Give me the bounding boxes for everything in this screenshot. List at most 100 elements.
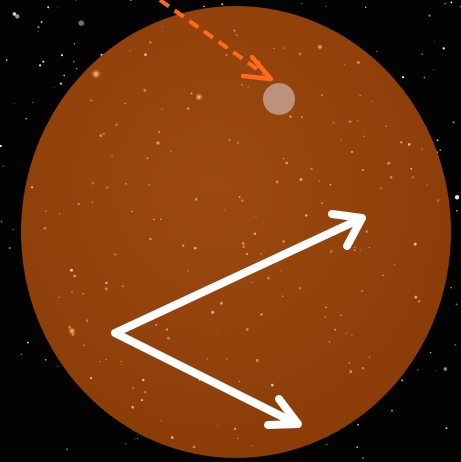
disc-star	[106, 359, 107, 360]
disc-star	[354, 249, 356, 251]
background-star	[6, 59, 8, 61]
disc-star	[357, 61, 360, 64]
background-star	[443, 47, 445, 49]
background-star	[450, 1, 452, 3]
background-star	[451, 287, 452, 288]
disc-star	[147, 157, 149, 159]
disc-star	[120, 361, 122, 363]
background-star	[9, 247, 11, 249]
disc-star	[141, 399, 143, 401]
disc-star	[144, 391, 147, 394]
disc-star	[276, 181, 279, 184]
disc-star	[73, 275, 76, 278]
disc-star	[191, 92, 193, 94]
background-star	[73, 61, 75, 63]
disc-star	[246, 253, 248, 255]
background-star	[14, 103, 15, 104]
background-star	[84, 24, 85, 25]
disc-star	[31, 186, 33, 188]
disc-star	[239, 381, 240, 382]
background-star	[376, 51, 377, 52]
disc-star	[330, 184, 332, 186]
background-star	[445, 427, 447, 429]
disc-star	[324, 316, 326, 318]
disc-star	[394, 264, 395, 265]
bright-star	[91, 69, 101, 79]
background-star	[38, 31, 39, 32]
disc-star	[161, 108, 162, 109]
background-star	[440, 149, 442, 151]
background-star	[37, 26, 39, 28]
disc-star	[155, 324, 157, 326]
disc-star	[92, 182, 95, 185]
disc-star	[256, 359, 259, 362]
background-star	[76, 68, 77, 69]
disc-star	[226, 358, 228, 360]
disc-star	[90, 99, 92, 101]
background-star	[27, 342, 29, 344]
target-marker	[263, 83, 295, 115]
disc-star	[411, 176, 413, 178]
disc-star	[132, 387, 134, 389]
disc-star	[218, 425, 219, 426]
disc-star	[273, 48, 274, 49]
disc-star	[361, 289, 364, 292]
disc-star	[282, 295, 283, 296]
background-star	[454, 344, 456, 346]
disc-star	[99, 134, 102, 137]
disc-star	[369, 357, 371, 359]
background-star	[455, 195, 459, 199]
background-star	[130, 0, 132, 1]
disc-star	[298, 52, 301, 55]
background-star	[39, 64, 41, 66]
bright-star	[317, 44, 323, 50]
disc-star	[225, 54, 227, 56]
disc-star	[166, 328, 168, 330]
disc-star	[239, 196, 241, 198]
disc-star	[71, 290, 73, 292]
background-star	[357, 424, 359, 426]
disc-star	[246, 328, 249, 331]
background-star	[433, 69, 434, 70]
disc-star	[349, 370, 352, 373]
disc-star	[380, 187, 383, 190]
disc-star	[385, 125, 387, 127]
disc-star	[340, 315, 342, 317]
disc-star	[241, 84, 243, 86]
background-star	[66, 448, 68, 450]
disc-star	[300, 178, 303, 181]
background-star	[21, 354, 22, 355]
bright-star	[156, 141, 161, 146]
disc-star	[59, 213, 60, 214]
disc-star	[170, 150, 172, 152]
disc-star	[83, 293, 85, 295]
disc-star	[130, 50, 131, 51]
disc-star	[237, 142, 239, 144]
disc-star	[44, 227, 47, 230]
disc-star	[363, 136, 364, 137]
disc-star	[182, 245, 184, 247]
background-star	[444, 3, 446, 5]
disc-star	[228, 139, 230, 141]
disc-star	[348, 362, 350, 364]
disc-star	[142, 379, 144, 381]
disc-star	[103, 132, 105, 134]
background-star	[25, 118, 27, 120]
disc-star	[414, 296, 417, 299]
background-star	[444, 367, 447, 370]
disc-star	[408, 143, 411, 146]
disc-star	[122, 285, 124, 287]
background-star	[430, 352, 432, 354]
disc-star	[193, 445, 196, 448]
disc-star	[289, 115, 292, 118]
disc-star	[242, 242, 245, 245]
disc-star	[214, 180, 215, 181]
disc-star	[344, 64, 345, 65]
disc-star	[144, 53, 147, 56]
background-star	[456, 303, 458, 305]
disc-star	[171, 436, 174, 439]
disc-star	[390, 176, 393, 179]
bright-star	[68, 327, 76, 335]
background-star	[356, 446, 358, 448]
